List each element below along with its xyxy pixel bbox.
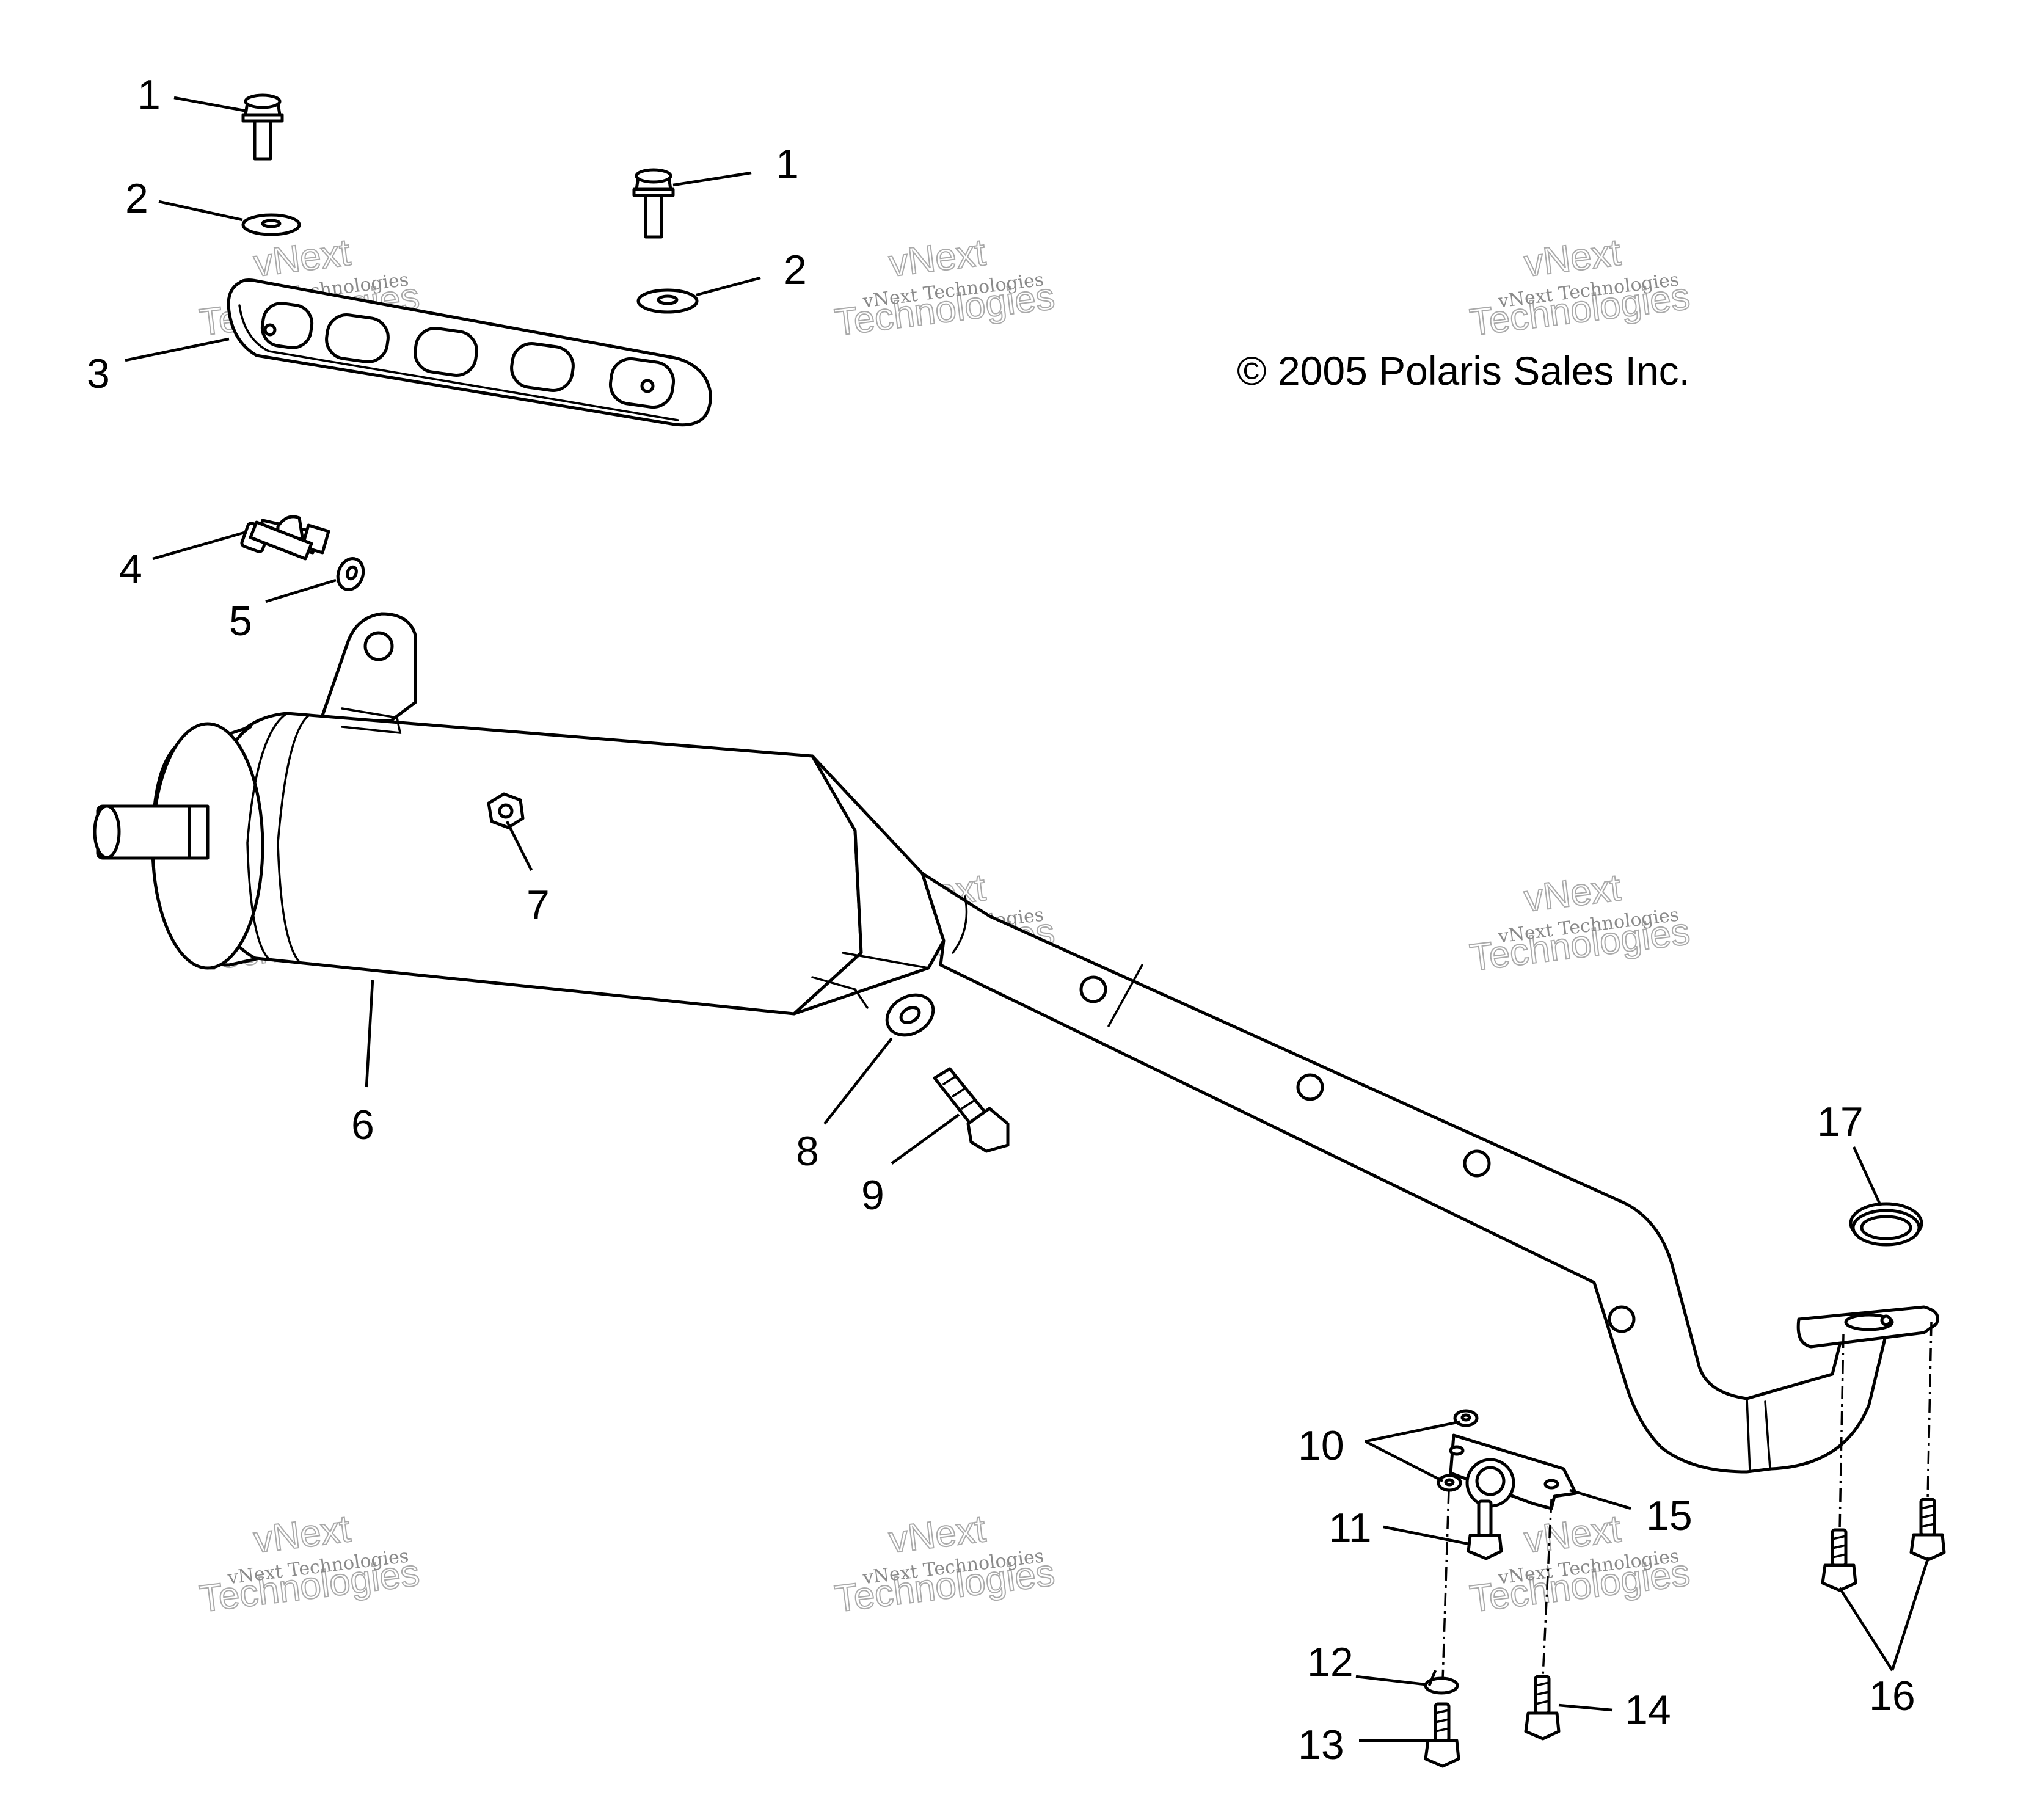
callout-9: 9 xyxy=(861,1172,884,1218)
callout-5: 5 xyxy=(229,598,252,644)
clamp-assembly-part-15 xyxy=(1449,1433,1578,1510)
callout-1a: 1 xyxy=(137,71,161,118)
gasket-part-17 xyxy=(1849,1202,1923,1247)
callout-3: 3 xyxy=(87,351,110,397)
leader-lines xyxy=(125,96,1930,1742)
bolt-part-1a xyxy=(241,93,284,161)
bolt-part-4-shaft xyxy=(249,520,313,561)
callout-4: 4 xyxy=(119,546,142,592)
washer-part-10 xyxy=(1437,1409,1479,1492)
bolt-part-14 xyxy=(1524,1675,1561,1741)
callouts: 1 1 2 2 3 4 5 6 7 8 9 10 11 12 13 14 15 … xyxy=(87,71,1915,1768)
alignment-lines xyxy=(1441,1322,1933,1680)
callout-17: 17 xyxy=(1817,1099,1864,1145)
callout-15: 15 xyxy=(1646,1493,1693,1539)
bolt-part-11 xyxy=(1467,1499,1503,1560)
nut-part-7 xyxy=(487,792,525,829)
washer-part-2a xyxy=(241,213,301,236)
washer-part-2b xyxy=(636,288,699,314)
callout-12: 12 xyxy=(1307,1639,1354,1686)
washer-part-5 xyxy=(336,557,365,591)
exhaust-pipe xyxy=(920,872,1939,1474)
callout-11: 11 xyxy=(1328,1505,1372,1551)
copyright-notice: © 2005 Polaris Sales Inc. xyxy=(1237,348,1690,393)
callout-8: 8 xyxy=(796,1128,819,1174)
muffler-part-6 xyxy=(93,612,946,1016)
bolt-part-16 xyxy=(1821,1498,1946,1592)
gasket-part-8 xyxy=(885,993,935,1037)
callout-16: 16 xyxy=(1869,1673,1915,1719)
bolt-part-13 xyxy=(1424,1702,1460,1768)
callout-13: 13 xyxy=(1298,1722,1344,1768)
callout-14: 14 xyxy=(1625,1687,1671,1733)
callout-1b: 1 xyxy=(776,141,799,187)
callout-10: 10 xyxy=(1298,1422,1344,1469)
callout-2b: 2 xyxy=(784,247,807,293)
bracket-part-3 xyxy=(227,278,712,427)
callout-7: 7 xyxy=(527,882,550,928)
callout-2a: 2 xyxy=(125,175,148,222)
washer-part-12 xyxy=(1424,1676,1459,1695)
bolt-part-1b xyxy=(632,168,675,239)
bolt-part-9 xyxy=(933,1067,1010,1153)
callout-6: 6 xyxy=(351,1102,374,1148)
